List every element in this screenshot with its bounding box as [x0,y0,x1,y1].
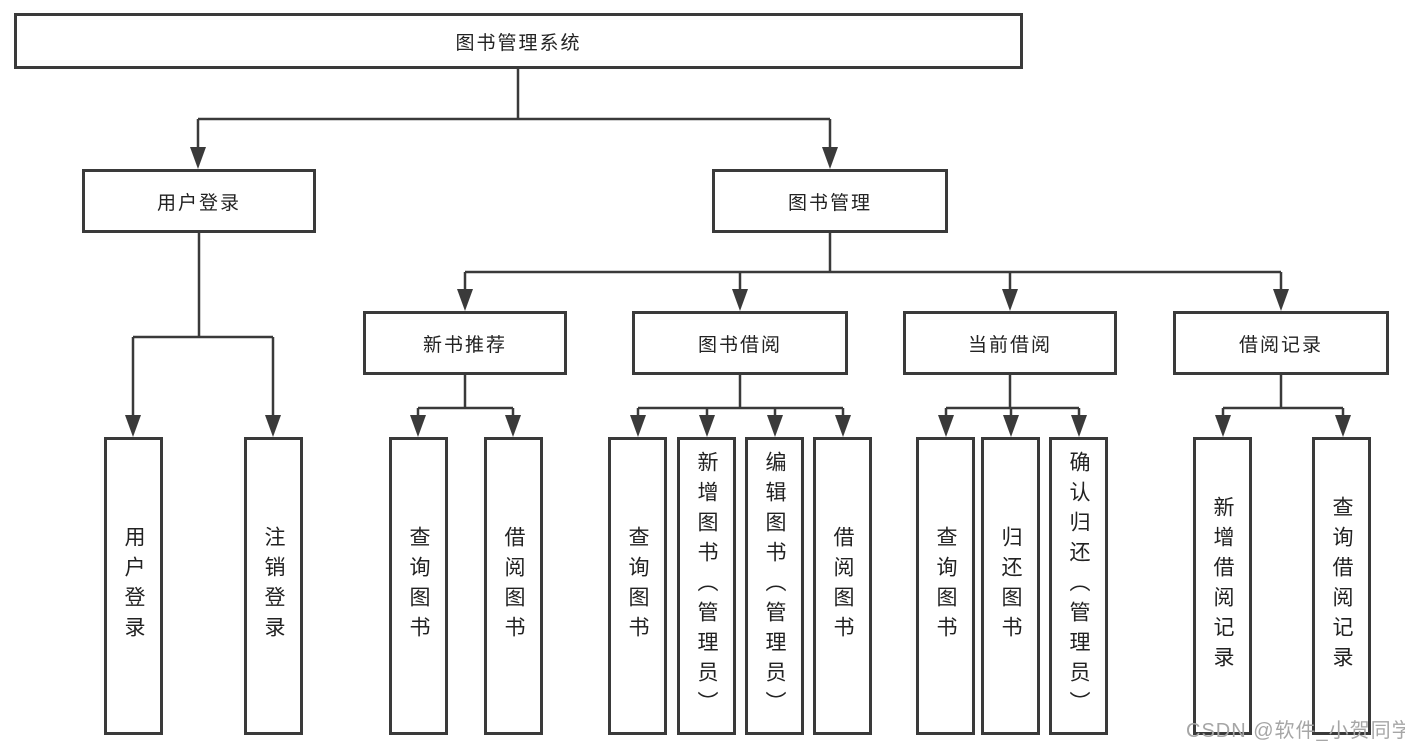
leaf-query-book-recommend: 查询图书 [389,437,448,735]
leaf-edit-book-admin: 编辑图书（管理员） [745,437,804,735]
node-root-label: 图书管理系统 [455,32,582,54]
node-label: 新书推荐 [422,334,507,356]
leaf-label: 借阅图书 [831,526,854,646]
csdn-watermark: CSDN @软件_小贺同学 [1186,720,1405,742]
leaf-user-login: 用户登录 [104,437,163,735]
node-borrow-record: 借阅记录 [1173,311,1389,375]
node-current-borrow: 当前借阅 [903,311,1117,375]
node-label: 图书借阅 [697,334,782,356]
leaf-label: 注销登录 [262,526,285,646]
node-label: 当前借阅 [967,334,1052,356]
leaf-label: 确认归还（管理员） [1067,451,1090,721]
leaf-add-book-admin: 新增图书（管理员） [677,437,736,735]
node-root-system: 图书管理系统 [14,13,1023,69]
leaf-label: 查询借阅记录 [1330,496,1353,676]
node-book-management: 图书管理 [712,169,948,233]
leaf-confirm-return-admin: 确认归还（管理员） [1049,437,1108,735]
leaf-label: 查询图书 [934,526,957,646]
node-new-book-recommend: 新书推荐 [363,311,567,375]
leaf-add-borrow-record: 新增借阅记录 [1193,437,1252,735]
node-book-borrow: 图书借阅 [632,311,848,375]
node-label: 借阅记录 [1238,334,1323,356]
leaf-label: 新增图书（管理员） [695,451,718,721]
leaf-query-book-borrow: 查询图书 [608,437,667,735]
leaf-label: 编辑图书（管理员） [763,451,786,721]
node-user-login: 用户登录 [82,169,316,233]
leaf-label: 查询图书 [407,526,430,646]
leaf-query-borrow-record: 查询借阅记录 [1312,437,1371,735]
leaf-borrow-book-recommend: 借阅图书 [484,437,543,735]
leaf-logout: 注销登录 [244,437,303,735]
node-label: 用户登录 [156,192,241,214]
leaf-label: 借阅图书 [502,526,525,646]
leaf-label: 归还图书 [999,526,1022,646]
leaf-borrow-book: 借阅图书 [813,437,872,735]
node-label: 图书管理 [787,192,872,214]
leaf-label: 新增借阅记录 [1211,496,1234,676]
leaf-return-book: 归还图书 [981,437,1040,735]
leaf-label: 查询图书 [626,526,649,646]
leaf-query-book-current: 查询图书 [916,437,975,735]
leaf-label: 用户登录 [122,526,145,646]
